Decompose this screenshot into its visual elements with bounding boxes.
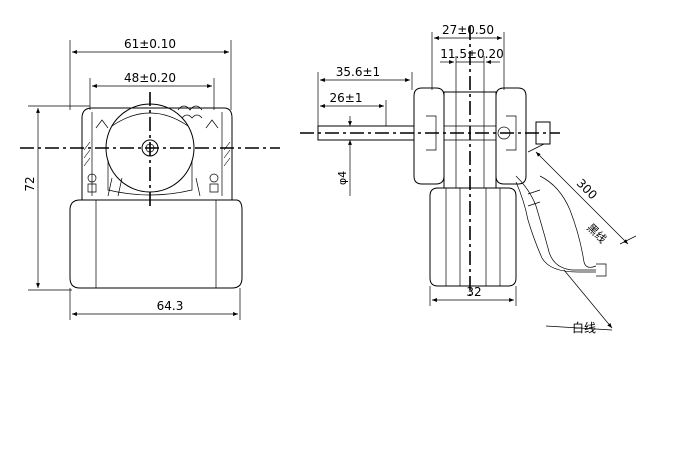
lead-wire-white <box>515 181 596 273</box>
label-black-wire: 黑线 <box>584 220 609 245</box>
dim-front-width-top: 61±0.10 <box>124 37 176 51</box>
dim-side-width-inner: 11.5±0.20 <box>440 47 504 61</box>
front-upper-frame <box>81 107 233 200</box>
dim-front-height: 72 <box>23 176 37 191</box>
terminal-left <box>87 173 97 183</box>
right-bearing <box>495 87 527 185</box>
side-dimensions: 27±0.50 11.5±0.20 35.6±1 26±1 φ4 32 300 … <box>317 23 637 335</box>
dim-lead-length: 300 <box>574 176 600 202</box>
dim-shaft-long: 35.6±1 <box>336 65 380 79</box>
front-dimensions: 61±0.10 48±0.20 72 64.3 <box>23 37 241 320</box>
dim-front-width-bottom: 64.3 <box>157 299 184 313</box>
front-coil <box>69 199 243 289</box>
dim-side-width-bottom: 32 <box>466 285 481 299</box>
dim-shaft-short: 26±1 <box>330 91 363 105</box>
label-white-wire: 白线 <box>572 320 596 335</box>
dim-shaft-diameter: φ4 <box>336 171 349 185</box>
side-view <box>300 26 607 296</box>
dim-side-width-top: 27±0.50 <box>442 23 494 37</box>
dim-front-width-mid: 48±0.20 <box>124 71 176 85</box>
left-bearing <box>413 87 445 185</box>
terminal-right <box>209 173 219 183</box>
front-view <box>20 92 280 289</box>
side-coil <box>429 187 517 287</box>
